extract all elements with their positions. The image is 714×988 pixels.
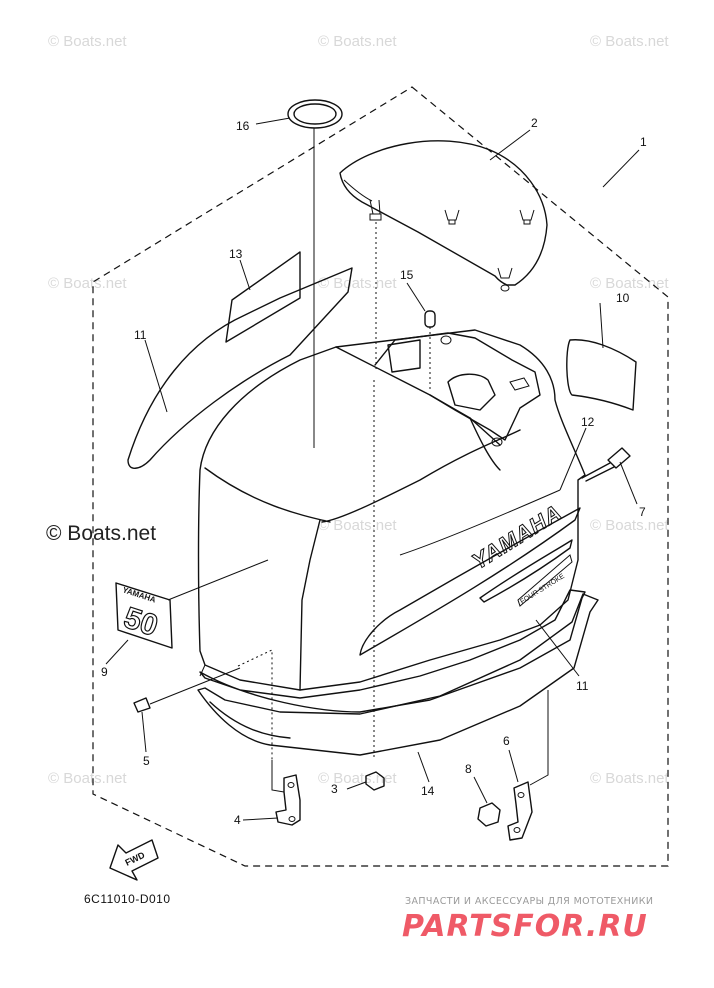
part-10-decal — [566, 339, 637, 411]
callout-labels: 1 2 3 4 5 6 7 8 9 10 11 11 12 13 14 15 1… — [101, 116, 647, 827]
watermark: © Boats.net — [318, 517, 397, 534]
callout-16: 16 — [236, 119, 250, 133]
callout-13: 13 — [229, 247, 243, 261]
callout-14: 14 — [421, 784, 435, 798]
part-6-bracket — [507, 690, 549, 841]
watermark: © Boats.net — [48, 33, 127, 50]
watermark: © Boats.net — [318, 33, 397, 50]
leader-lines — [105, 117, 640, 821]
ru-caption: ЗАПЧАСТИ И АКСЕССУАРЫ ДЛЯ МОТОТЕХНИКИ — [405, 896, 653, 907]
main-cowling: YAMAHA FOUR STROKE — [197, 329, 586, 760]
watermark: © Boats.net — [590, 275, 669, 292]
part-16-grommet — [287, 99, 343, 129]
part-14-seal — [197, 593, 599, 756]
fwd-arrow-icon: FWD — [109, 839, 159, 881]
callout-1: 1 — [640, 135, 647, 149]
callout-4: 4 — [234, 813, 241, 827]
watermark: © Boats.net — [48, 770, 127, 787]
callout-12: 12 — [581, 415, 595, 429]
callout-15: 15 — [400, 268, 414, 282]
part-11-left-decal — [127, 267, 353, 469]
part-8-capnut — [477, 802, 501, 827]
watermark: © Boats.net — [590, 517, 669, 534]
watermark: © Boats.net — [590, 33, 669, 50]
watermark-layer: © Boats.net © Boats.net © Boats.net © Bo… — [46, 33, 669, 787]
watermark: © Boats.net — [590, 770, 669, 787]
part-15-peg — [424, 310, 436, 328]
callout-10: 10 — [616, 291, 630, 305]
part-5-plug — [133, 667, 241, 713]
callout-3: 3 — [331, 782, 338, 796]
callout-11-right: 11 — [576, 679, 589, 693]
watermark-large: © Boats.net — [46, 522, 156, 545]
watermark: © Boats.net — [318, 770, 397, 787]
callout-7: 7 — [639, 505, 646, 519]
badge-9-number: 50 — [120, 601, 162, 643]
callout-6: 6 — [503, 734, 510, 748]
part-13-decal — [225, 251, 301, 343]
watermark: © Boats.net — [318, 275, 397, 292]
part-9-badge: YAMAHA 50 — [115, 582, 173, 649]
part-7-bolt — [581, 447, 631, 482]
part-3-nut — [365, 771, 385, 791]
watermark: © Boats.net — [48, 275, 127, 292]
part-code: 6C11010-D010 — [84, 892, 171, 906]
callout-9: 9 — [101, 665, 108, 679]
assembly-boundary — [92, 86, 669, 867]
callout-5: 5 — [143, 754, 150, 768]
badge-9-brand: YAMAHA — [121, 585, 157, 604]
callout-2: 2 — [531, 116, 538, 130]
part-4-bracket — [271, 760, 301, 826]
leader-9-cowl — [167, 559, 269, 601]
callout-8: 8 — [465, 762, 472, 776]
partsfor-logo: PARTSFOR.RU — [402, 909, 648, 944]
callout-11-left: 11 — [134, 328, 147, 342]
part-2-top-cover — [339, 140, 548, 292]
